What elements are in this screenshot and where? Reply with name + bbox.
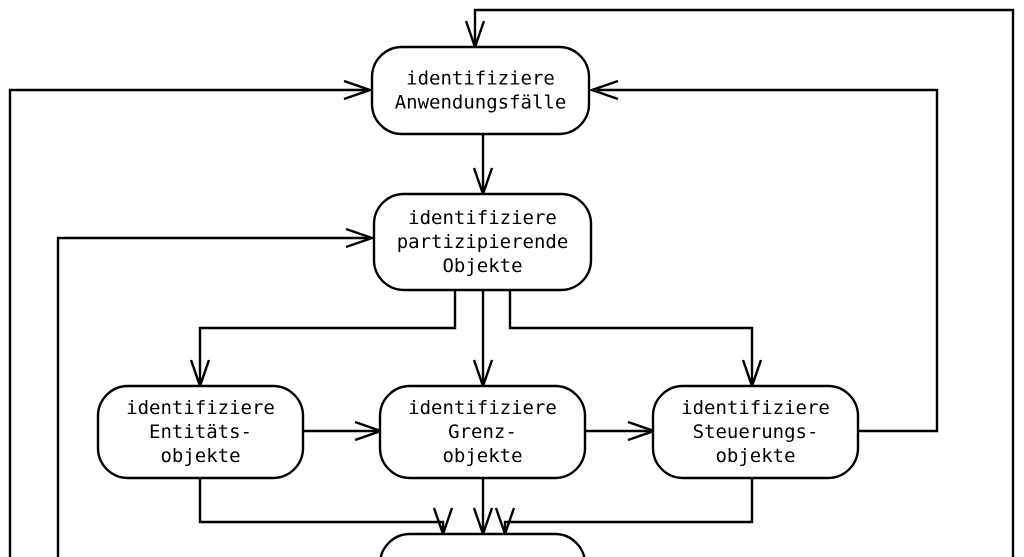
edge-left-outer-return-to-anwendungsfaelle (8, 79, 374, 557)
edge-entitaetsobjekte-to-bottom-node (198, 478, 454, 538)
edge-partizipierende-to-grenzobjekte (472, 290, 494, 390)
edge-left-inner-return-to-partizipierende (56, 227, 376, 557)
edge-partizipierende-to-steuerungsobjekte (508, 290, 763, 390)
edge-partizipierende-to-entitaetsobjekte (189, 290, 457, 390)
edge-steuerungsobjekte-to-bottom-node (494, 478, 754, 538)
edge-entitaetsobjekte-to-grenzobjekte (303, 420, 385, 442)
edge-anwendungsfaelle-to-partizipierende (472, 134, 494, 198)
edge-steuerungsobjekte-return-to-anwendungsfaelle (588, 79, 939, 433)
identifiziere-entitaetsobjekte-shape[interactable] (96, 384, 305, 480)
identifiziere-grenzobjekte-shape[interactable] (378, 384, 587, 480)
edge-grenzobjekte-to-bottom-node (472, 478, 494, 538)
edges-layer (8, 8, 1015, 557)
identifiziere-anwendungsfaelle-shape[interactable] (370, 45, 591, 136)
edge-grenzobjekte-to-steuerungsobjekte (585, 420, 658, 442)
identifiziere-steuerungsobjekte-shape[interactable] (651, 384, 860, 480)
node-bottom-node-clipped[interactable] (379, 532, 586, 557)
bottom-node-clipped-shape[interactable] (379, 532, 586, 557)
identifiziere-partizipierende-objekte-shape[interactable] (372, 192, 593, 292)
